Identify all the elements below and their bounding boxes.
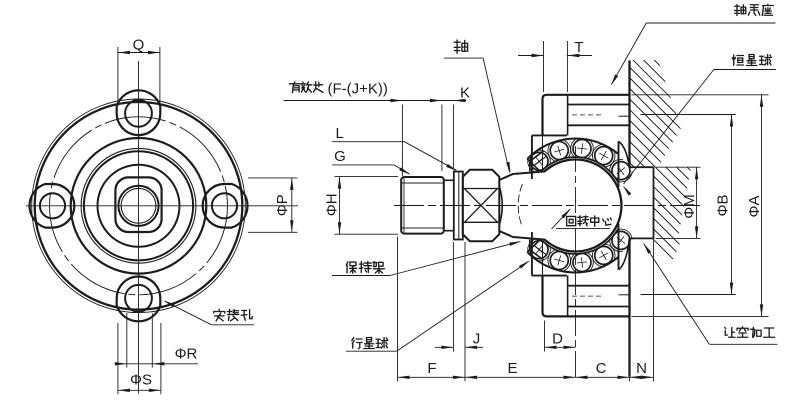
svg-text:Q: Q	[133, 37, 145, 54]
svg-text:ΦR: ΦR	[175, 346, 198, 363]
svg-text:N: N	[636, 360, 647, 377]
svg-text:ΦA: ΦA	[746, 196, 763, 218]
svg-text:ΦS: ΦS	[130, 372, 152, 389]
svg-text:ΦM: ΦM	[681, 194, 698, 218]
svg-text:F: F	[427, 360, 436, 377]
svg-text:(F-(J+K)): (F-(J+K))	[328, 81, 388, 98]
svg-text:D: D	[552, 331, 563, 348]
svg-text:K: K	[460, 85, 470, 102]
svg-text:T: T	[574, 39, 583, 56]
svg-text:ΦB: ΦB	[715, 195, 732, 217]
svg-text:ΦP: ΦP	[274, 194, 291, 216]
svg-text:J: J	[473, 331, 481, 348]
svg-text:C: C	[596, 360, 607, 377]
svg-text:ΦH: ΦH	[324, 193, 341, 216]
svg-text:L: L	[336, 125, 344, 142]
svg-text:E: E	[507, 360, 517, 377]
svg-text:G: G	[334, 148, 346, 165]
